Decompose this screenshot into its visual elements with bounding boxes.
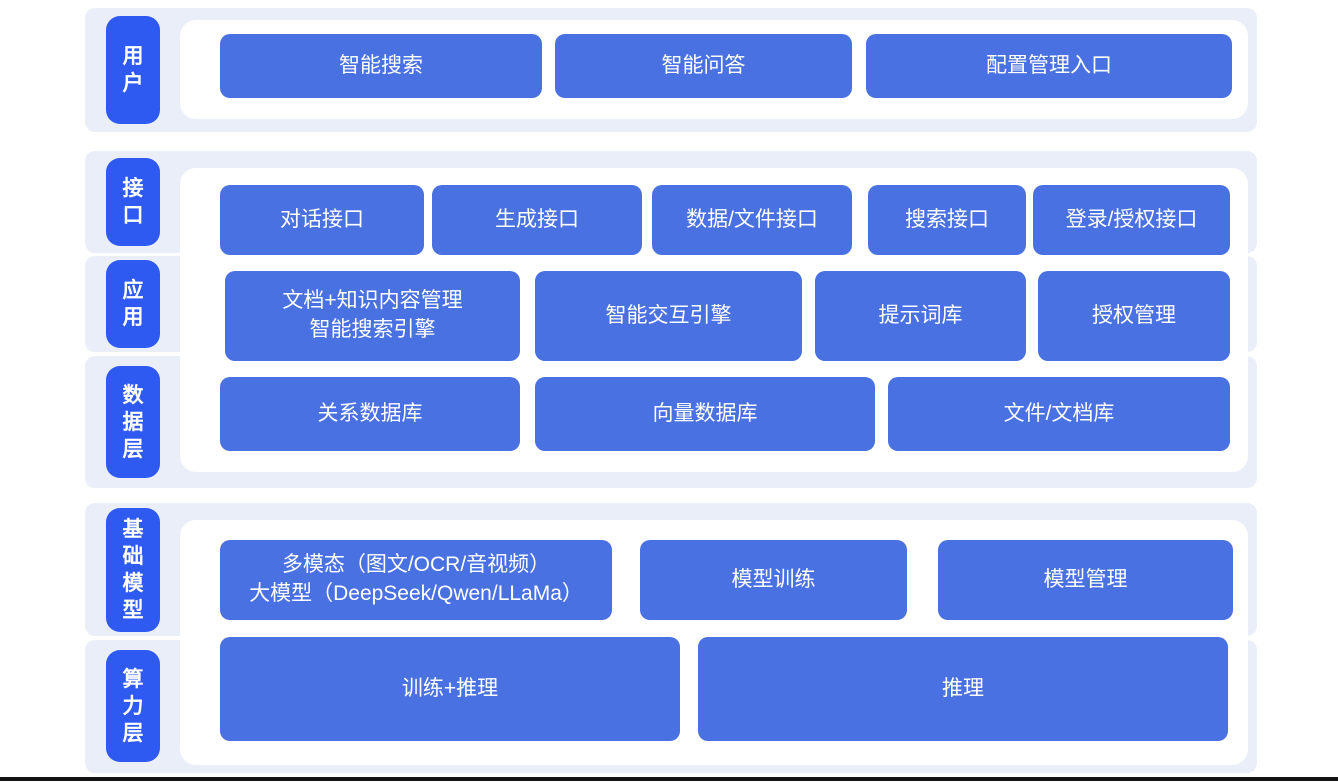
box-doc-knowledge-search: 文档+知识内容管理 智能搜索引擎 xyxy=(225,271,520,361)
box-prompt-library: 提示词库 xyxy=(815,271,1026,361)
layer-label-data-layer: 数 据 层 xyxy=(106,366,160,478)
box-model-mgmt: 模型管理 xyxy=(938,540,1233,620)
layer-label-application: 应 用 xyxy=(106,260,160,348)
box-auth-mgmt: 授权管理 xyxy=(1038,271,1230,361)
box-smart-interaction-engine: 智能交互引擎 xyxy=(535,271,802,361)
box-vector-db: 向量数据库 xyxy=(535,377,875,451)
layer-label-base-model: 基 础 模 型 xyxy=(106,508,160,632)
box-login-auth-api: 登录/授权接口 xyxy=(1033,185,1230,255)
box-generation-api: 生成接口 xyxy=(432,185,642,255)
box-data-file-api: 数据/文件接口 xyxy=(652,185,852,255)
box-file-doc-store: 文件/文档库 xyxy=(888,377,1230,451)
box-smart-search: 智能搜索 xyxy=(220,34,542,98)
layer-label-interface: 接 口 xyxy=(106,158,160,246)
box-training-inference: 训练+推理 xyxy=(220,637,680,741)
box-relational-db: 关系数据库 xyxy=(220,377,520,451)
box-dialog-api: 对话接口 xyxy=(220,185,424,255)
bottom-separator-line xyxy=(0,777,1338,781)
box-config-entry: 配置管理入口 xyxy=(866,34,1232,98)
box-multimodal-llm: 多模态（图文/OCR/音视频） 大模型（DeepSeek/Qwen/LLaMa） xyxy=(220,540,612,620)
layer-label-compute-layer: 算 力 层 xyxy=(106,650,160,762)
box-model-training: 模型训练 xyxy=(640,540,907,620)
box-smart-qa: 智能问答 xyxy=(555,34,852,98)
layer-label-user: 用 户 xyxy=(106,16,160,124)
box-inference: 推理 xyxy=(698,637,1228,741)
box-search-api: 搜索接口 xyxy=(868,185,1026,255)
